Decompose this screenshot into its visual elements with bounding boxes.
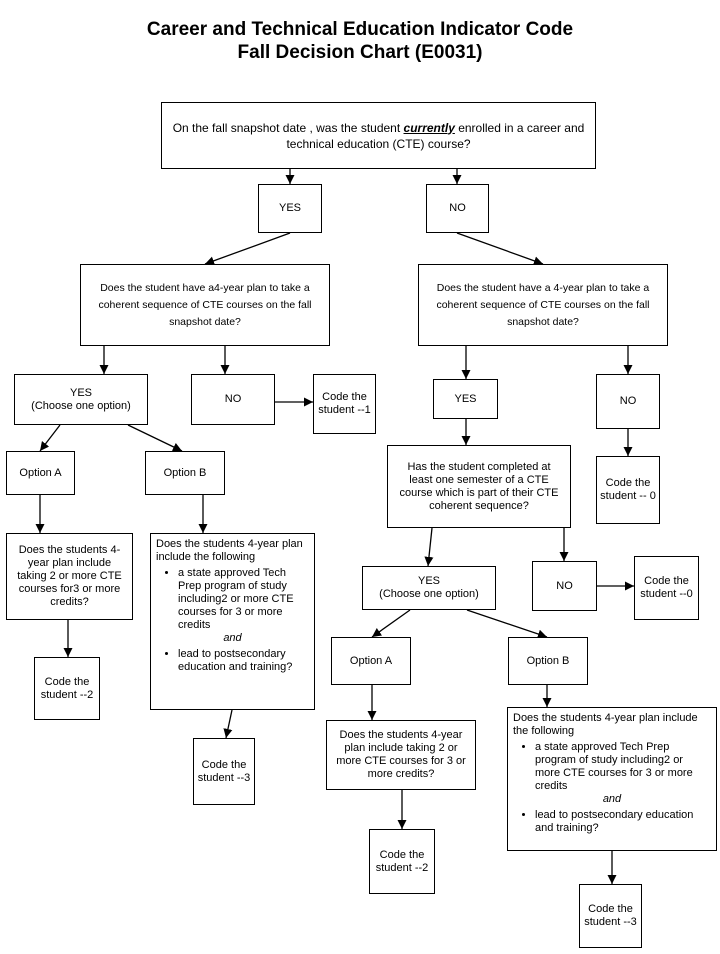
title-line-2: Fall Decision Chart (E0031) bbox=[237, 42, 483, 63]
q1-currently-enrolled: On the fall snapshot date , was the stud… bbox=[161, 102, 596, 169]
title-line-1: Career and Technical Education Indicator… bbox=[146, 19, 574, 40]
code-0b: Code the student --0 bbox=[634, 556, 699, 620]
yes-choose-left: YES (Choose one option) bbox=[14, 374, 148, 425]
q-option-a-right: Does the students 4-year plan include ta… bbox=[326, 720, 476, 790]
option-b-left: Option B bbox=[145, 451, 225, 495]
code-1: Code the student --1 bbox=[313, 374, 376, 434]
option-a-right: Option A bbox=[331, 637, 411, 685]
yes-right: YES bbox=[433, 379, 498, 419]
q-option-b-right: Does the students 4-year plan include th… bbox=[507, 707, 717, 851]
yes-choose-right: YES (Choose one option) bbox=[362, 566, 496, 610]
no-left: NO bbox=[191, 374, 275, 425]
code-3a: Code the student --3 bbox=[193, 738, 255, 805]
q2-right-4yr-plan: Does the student have a 4-year plan to t… bbox=[418, 264, 668, 346]
chart-title: Career and Technical Education Indicator… bbox=[0, 18, 720, 64]
code-0a: Code the student -- 0 bbox=[596, 456, 660, 524]
q1-yes: YES bbox=[258, 184, 322, 233]
option-b-right: Option B bbox=[508, 637, 588, 685]
code-2b: Code the student --2 bbox=[369, 829, 435, 894]
q-option-a-left: Does the students 4- year plan include t… bbox=[6, 533, 133, 620]
option-a-left: Option A bbox=[6, 451, 75, 495]
q-option-b-left: Does the students 4-year plan include th… bbox=[150, 533, 315, 710]
q2-left-4yr-plan: Does the student have a4-year plan to ta… bbox=[80, 264, 330, 346]
no-right: NO bbox=[596, 374, 660, 429]
code-2a: Code the student --2 bbox=[34, 657, 100, 720]
no-semester: NO bbox=[532, 561, 597, 611]
code-3b: Code the student --3 bbox=[579, 884, 642, 948]
q1-no: NO bbox=[426, 184, 489, 233]
q-semester-completed: Has the student completed at least one s… bbox=[387, 445, 571, 528]
